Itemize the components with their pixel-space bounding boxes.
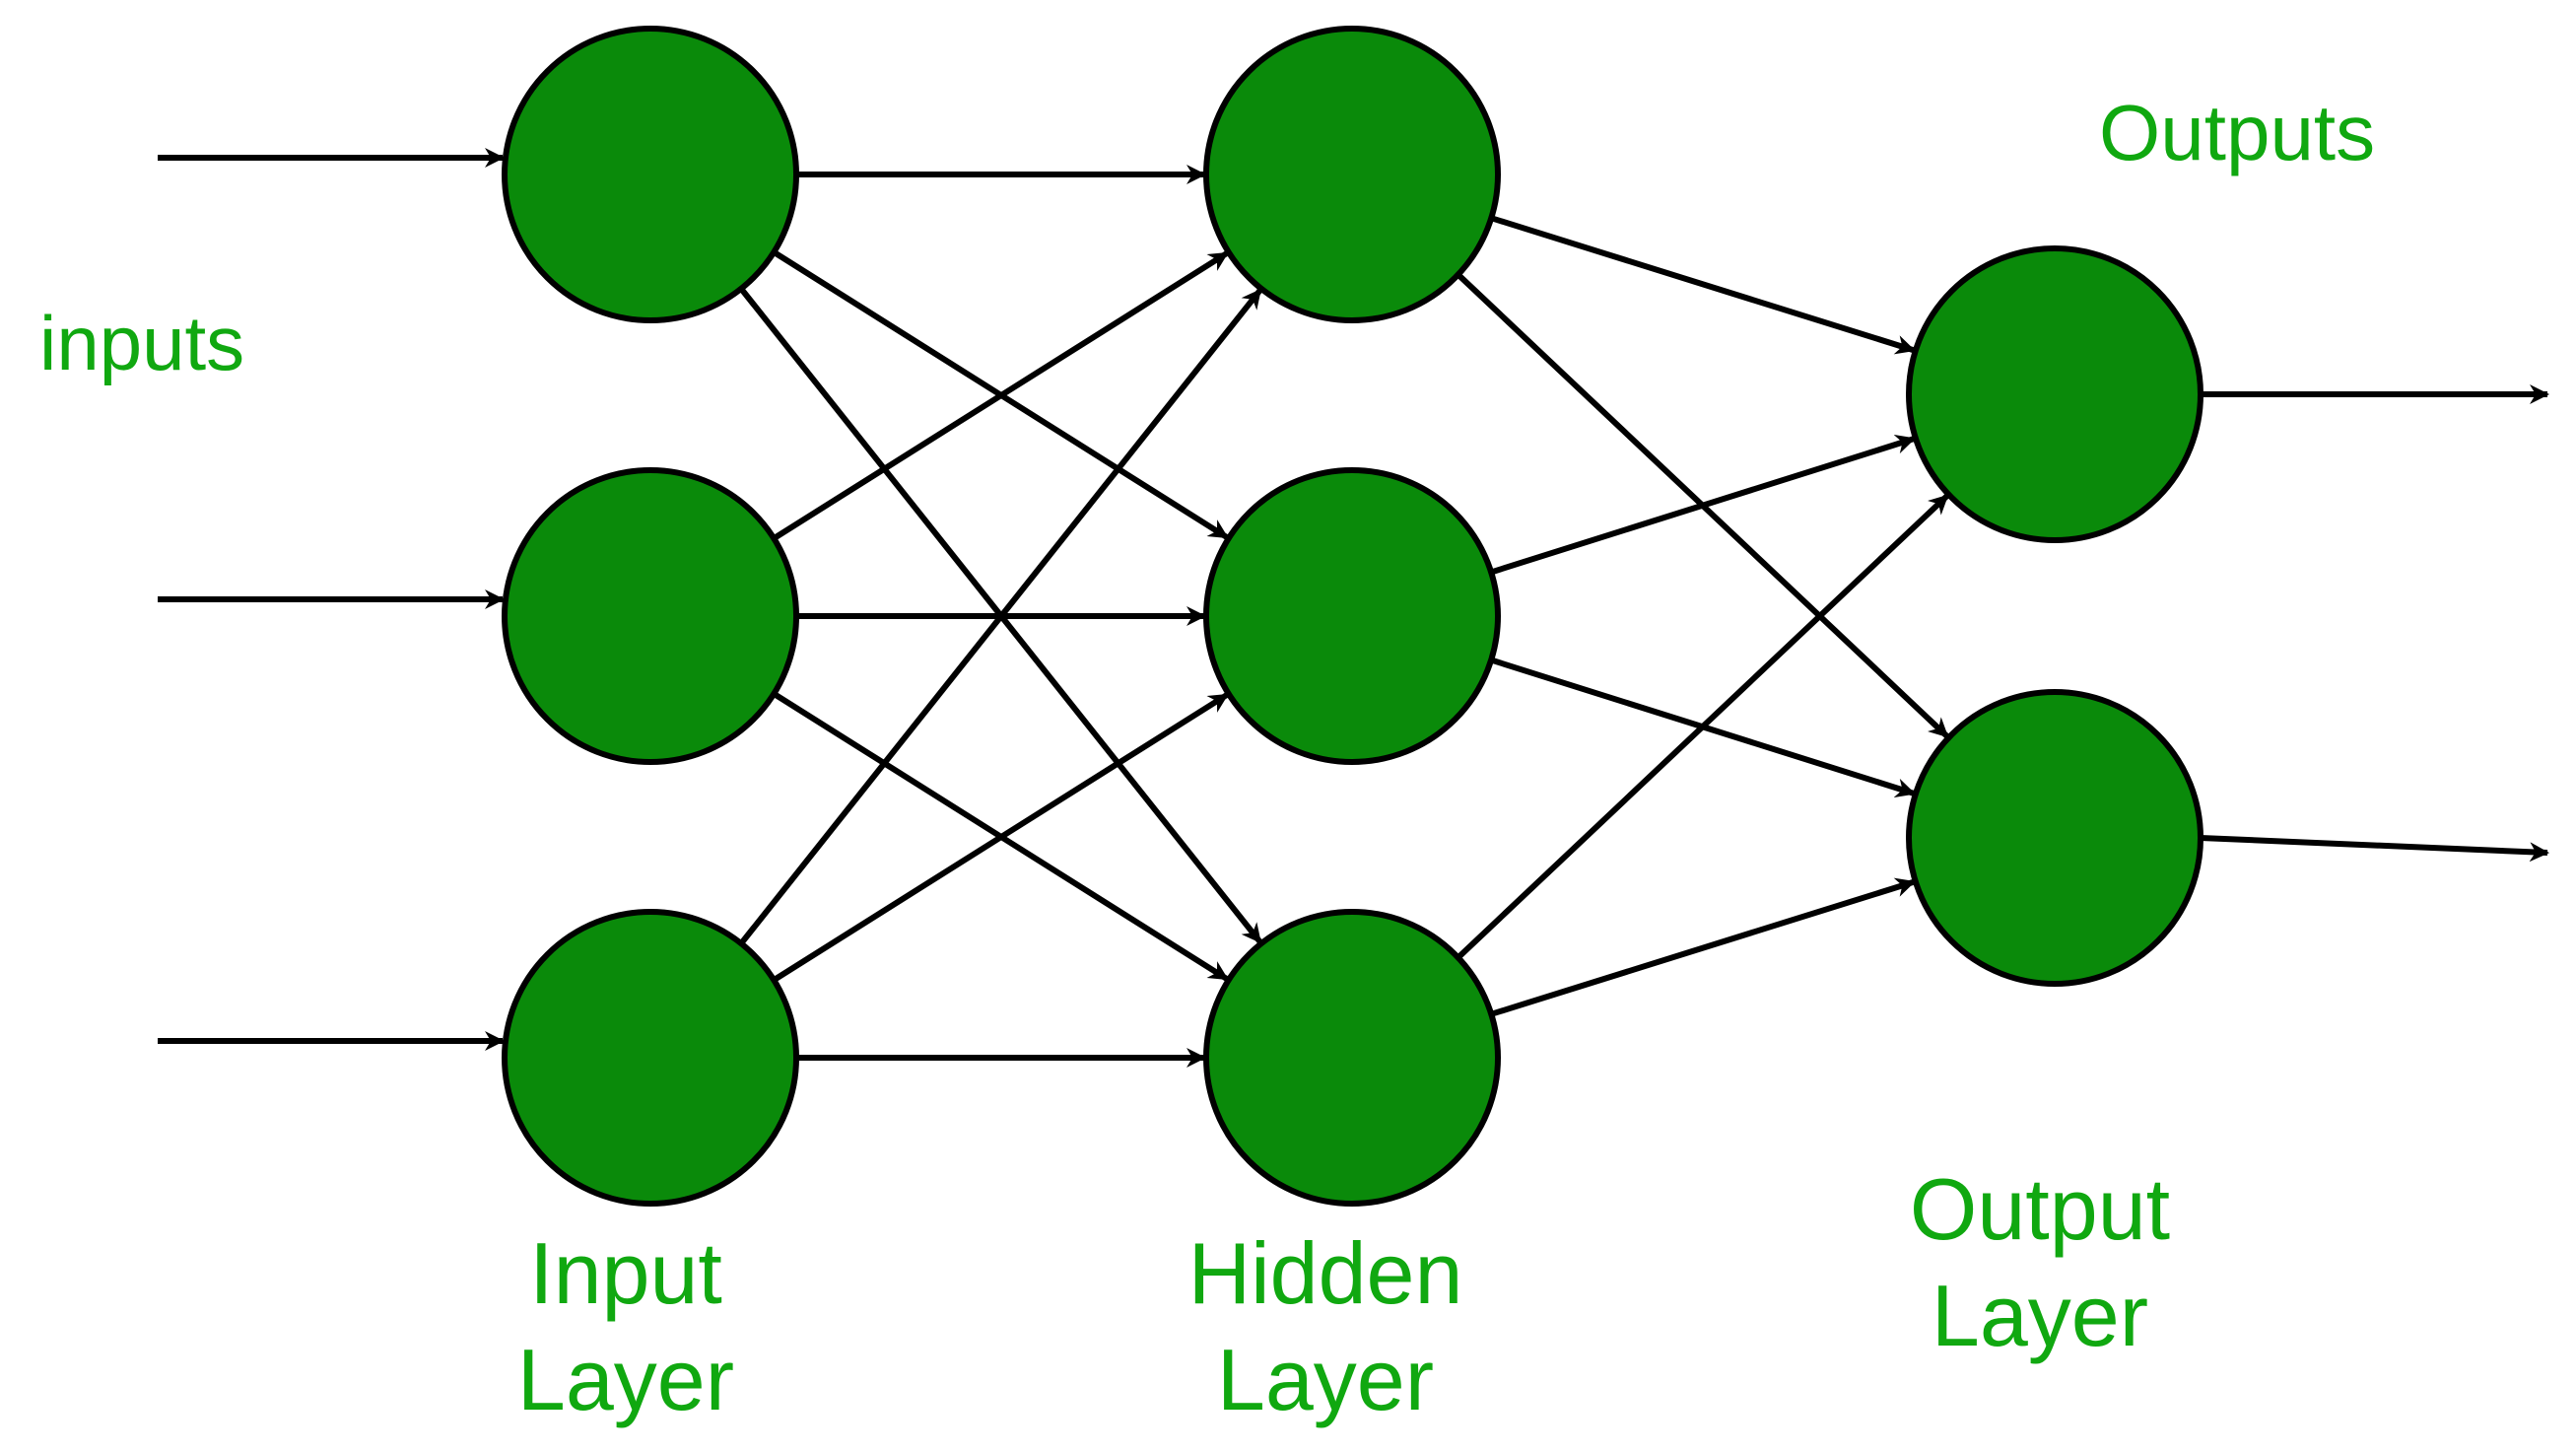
inputs-label: inputs (39, 300, 244, 386)
input-layer-label-line1: Input (529, 1224, 722, 1322)
hidden-layer-label-line2: Layer (1217, 1331, 1434, 1428)
output-node-1 (1906, 245, 2203, 543)
edge-hidden3-output1 (1456, 493, 1949, 960)
hidden-node-1 (1203, 26, 1501, 323)
edge-input2-hidden1 (772, 250, 1229, 541)
output-node-2 (1906, 689, 2203, 987)
output-arrow-2 (2200, 835, 2549, 863)
edge-hidden2-output1 (1490, 435, 1916, 576)
input-node-3 (502, 909, 799, 1207)
outputs-label: Outputs (2099, 89, 2375, 176)
hidden-node-2 (1203, 467, 1501, 765)
output-layer-label-line1: Output (1910, 1160, 2170, 1258)
output-layer-label-line2: Layer (1932, 1267, 2148, 1364)
edge-input3-hidden2 (772, 692, 1229, 983)
input-layer-label-line2: Layer (517, 1331, 734, 1428)
edges-layer (158, 148, 2549, 1068)
hidden-layer-label-line1: Hidden (1188, 1224, 1463, 1322)
edge-hidden3-output2 (1490, 877, 1916, 1017)
edge-hidden1-output1 (1490, 215, 1916, 355)
edge-input3-hidden1 (738, 288, 1263, 945)
input-node-1 (502, 26, 799, 323)
hidden-node-3 (1203, 909, 1501, 1207)
input-node-2 (502, 467, 799, 765)
nodes-layer (502, 26, 2203, 1207)
